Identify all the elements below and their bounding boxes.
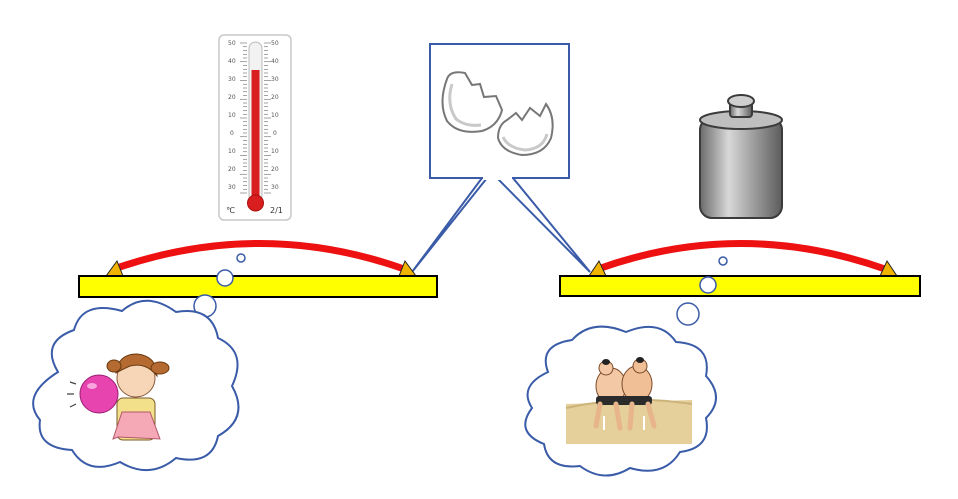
weight-icon xyxy=(699,94,783,219)
thermometer-unit: ℃ xyxy=(226,206,235,215)
thermometer-ticks xyxy=(240,42,271,194)
left-thought-cloud xyxy=(32,253,246,472)
scale-left-7: 20 xyxy=(228,166,236,173)
left-beam xyxy=(78,275,438,298)
right-beam xyxy=(559,275,921,297)
eggshell-callout xyxy=(411,43,591,273)
sumo-wrestlers-icon xyxy=(565,357,693,444)
right-balance xyxy=(559,240,921,297)
scale-right-8: 30 xyxy=(271,184,279,191)
scale-right-6: 10 xyxy=(271,148,279,155)
thermometer-icon: 50 40 30 20 10 0 10 20 30 50 40 30 20 10… xyxy=(218,34,292,221)
scale-right-3: 20 xyxy=(271,94,279,101)
scale-right-5: 0 xyxy=(273,130,277,137)
left-balance xyxy=(78,240,438,298)
scale-left-5: 0 xyxy=(230,130,234,137)
mercury-bulb xyxy=(247,194,264,212)
scale-left-0: 50 xyxy=(228,40,236,47)
scale-right-7: 20 xyxy=(271,166,279,173)
scale-left-8: 30 xyxy=(228,184,236,191)
scale-right-2: 30 xyxy=(271,76,279,83)
scale-left-3: 20 xyxy=(228,94,236,101)
left-arc xyxy=(112,240,406,273)
thermometer-date: 2/1 xyxy=(270,206,283,215)
girl-blowing-balloon-icon xyxy=(67,353,170,441)
scale-left-1: 40 xyxy=(228,58,236,65)
right-arc xyxy=(596,240,887,273)
scale-left-2: 30 xyxy=(228,76,236,83)
mercury-column xyxy=(251,70,260,202)
scale-right-4: 10 xyxy=(271,112,279,119)
right-thought-cloud xyxy=(524,256,728,477)
scale-right-1: 40 xyxy=(271,58,279,65)
scale-left-6: 10 xyxy=(228,148,236,155)
scale-left-4: 10 xyxy=(228,112,236,119)
scale-right-0: 50 xyxy=(271,40,279,47)
cracked-eggshell-icon xyxy=(441,71,554,157)
